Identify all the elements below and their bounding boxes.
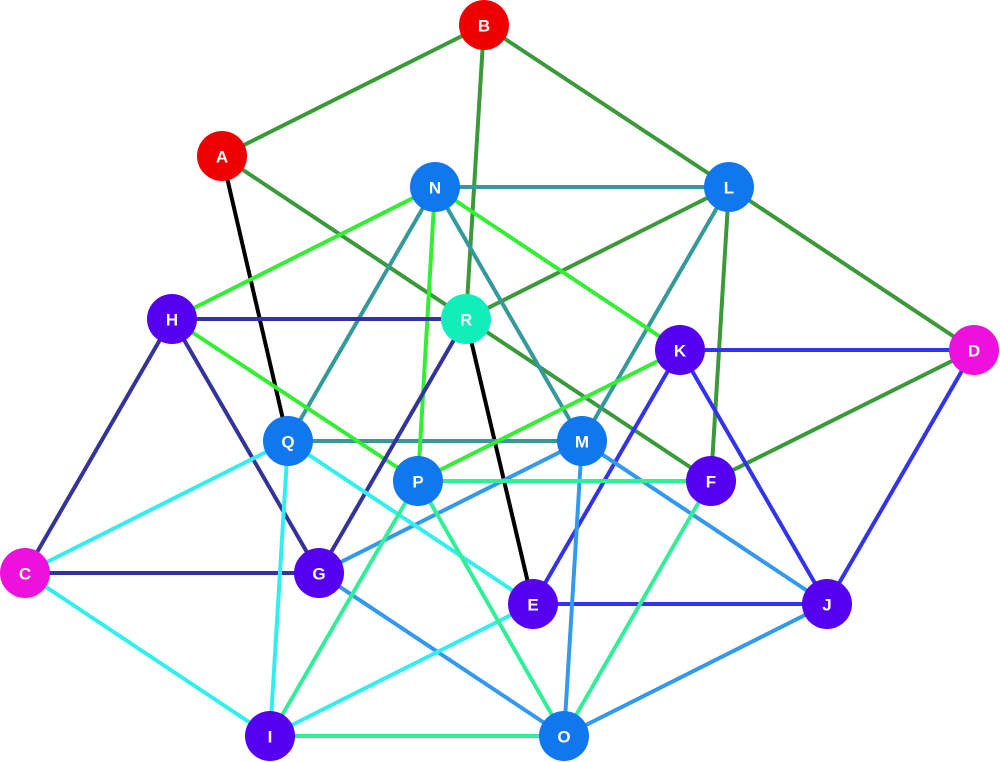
node-label: H <box>166 311 178 330</box>
edge-f-o <box>562 479 713 738</box>
edge-r-e <box>464 317 535 606</box>
node-c: C <box>0 548 50 598</box>
edge-d-f <box>709 348 976 483</box>
edge-l-r <box>464 185 731 321</box>
node-circle <box>704 162 754 212</box>
edge-m-g <box>317 439 584 575</box>
node-label: P <box>412 473 423 492</box>
edge-d-j <box>825 348 976 606</box>
node-m: M <box>557 416 607 466</box>
edge-q-e <box>286 439 535 606</box>
edge-n-m <box>433 185 584 443</box>
edge-i-e <box>268 602 535 738</box>
edge-n-h <box>170 185 437 321</box>
node-label: B <box>478 17 490 36</box>
edge-q-c <box>23 439 290 575</box>
node-label: K <box>674 342 687 361</box>
edge-r-g <box>317 317 468 575</box>
node-j: J <box>802 579 852 629</box>
edge-b-a <box>220 23 486 158</box>
node-n: N <box>410 162 460 212</box>
node-p: P <box>393 456 443 506</box>
node-circle <box>441 294 491 344</box>
edge-b-l <box>482 23 731 189</box>
edge-j-o <box>562 602 829 738</box>
node-d: D <box>949 325 999 375</box>
edge-p-i <box>268 479 420 738</box>
node-label: J <box>822 596 831 615</box>
edge-l-m <box>580 185 731 443</box>
node-r: R <box>441 294 491 344</box>
node-circle <box>539 711 589 761</box>
node-label: N <box>429 179 441 198</box>
node-label: D <box>968 342 980 361</box>
node-label: G <box>312 565 325 584</box>
node-circle <box>459 0 509 50</box>
edge-h-g <box>170 317 321 575</box>
edge-m-o <box>562 439 584 738</box>
node-circle <box>245 711 295 761</box>
node-circle <box>508 579 558 629</box>
edge-n-k <box>433 185 682 352</box>
edge-k-p <box>416 348 682 483</box>
node-i: I <box>245 711 295 761</box>
edge-l-f <box>709 185 731 483</box>
node-circle <box>686 456 736 506</box>
node-circle <box>393 456 443 506</box>
edge-h-c <box>23 317 174 575</box>
node-circle <box>263 416 313 466</box>
node-circle <box>410 162 460 212</box>
edge-p-o <box>416 479 566 738</box>
node-circle <box>197 131 247 181</box>
edge-l-d <box>727 185 976 352</box>
node-f: F <box>686 456 736 506</box>
edge-n-p <box>416 185 437 483</box>
edge-q-i <box>268 439 290 738</box>
node-circle <box>655 325 705 375</box>
edge-g-o <box>317 571 566 738</box>
edge-a-q <box>220 154 290 443</box>
node-k: K <box>655 325 705 375</box>
node-circle <box>949 325 999 375</box>
node-label: A <box>216 148 228 167</box>
node-label: Q <box>281 433 294 452</box>
node-h: H <box>147 294 197 344</box>
edge-b-r <box>464 23 486 321</box>
node-a: A <box>197 131 247 181</box>
node-q: Q <box>263 416 313 466</box>
node-e: E <box>508 579 558 629</box>
node-label: E <box>527 596 538 615</box>
edge-m-j <box>580 439 829 606</box>
node-circle <box>0 548 50 598</box>
edge-c-i <box>23 571 272 738</box>
node-g: G <box>294 548 344 598</box>
node-label: F <box>706 473 716 492</box>
node-label: R <box>460 311 472 330</box>
node-l: L <box>704 162 754 212</box>
node-b: B <box>459 0 509 50</box>
node-circle <box>147 294 197 344</box>
edge-k-j <box>678 348 829 606</box>
edge-k-e <box>531 348 682 606</box>
node-label: I <box>268 728 273 747</box>
edge-n-q <box>286 185 437 443</box>
node-label: M <box>575 433 589 452</box>
node-label: L <box>724 179 734 198</box>
node-circle <box>294 548 344 598</box>
node-circle <box>802 579 852 629</box>
edge-layer <box>23 23 976 738</box>
node-label: O <box>557 728 570 747</box>
edge-h-p <box>170 317 420 483</box>
node-label: C <box>19 565 31 584</box>
node-circle <box>557 416 607 466</box>
node-o: O <box>539 711 589 761</box>
